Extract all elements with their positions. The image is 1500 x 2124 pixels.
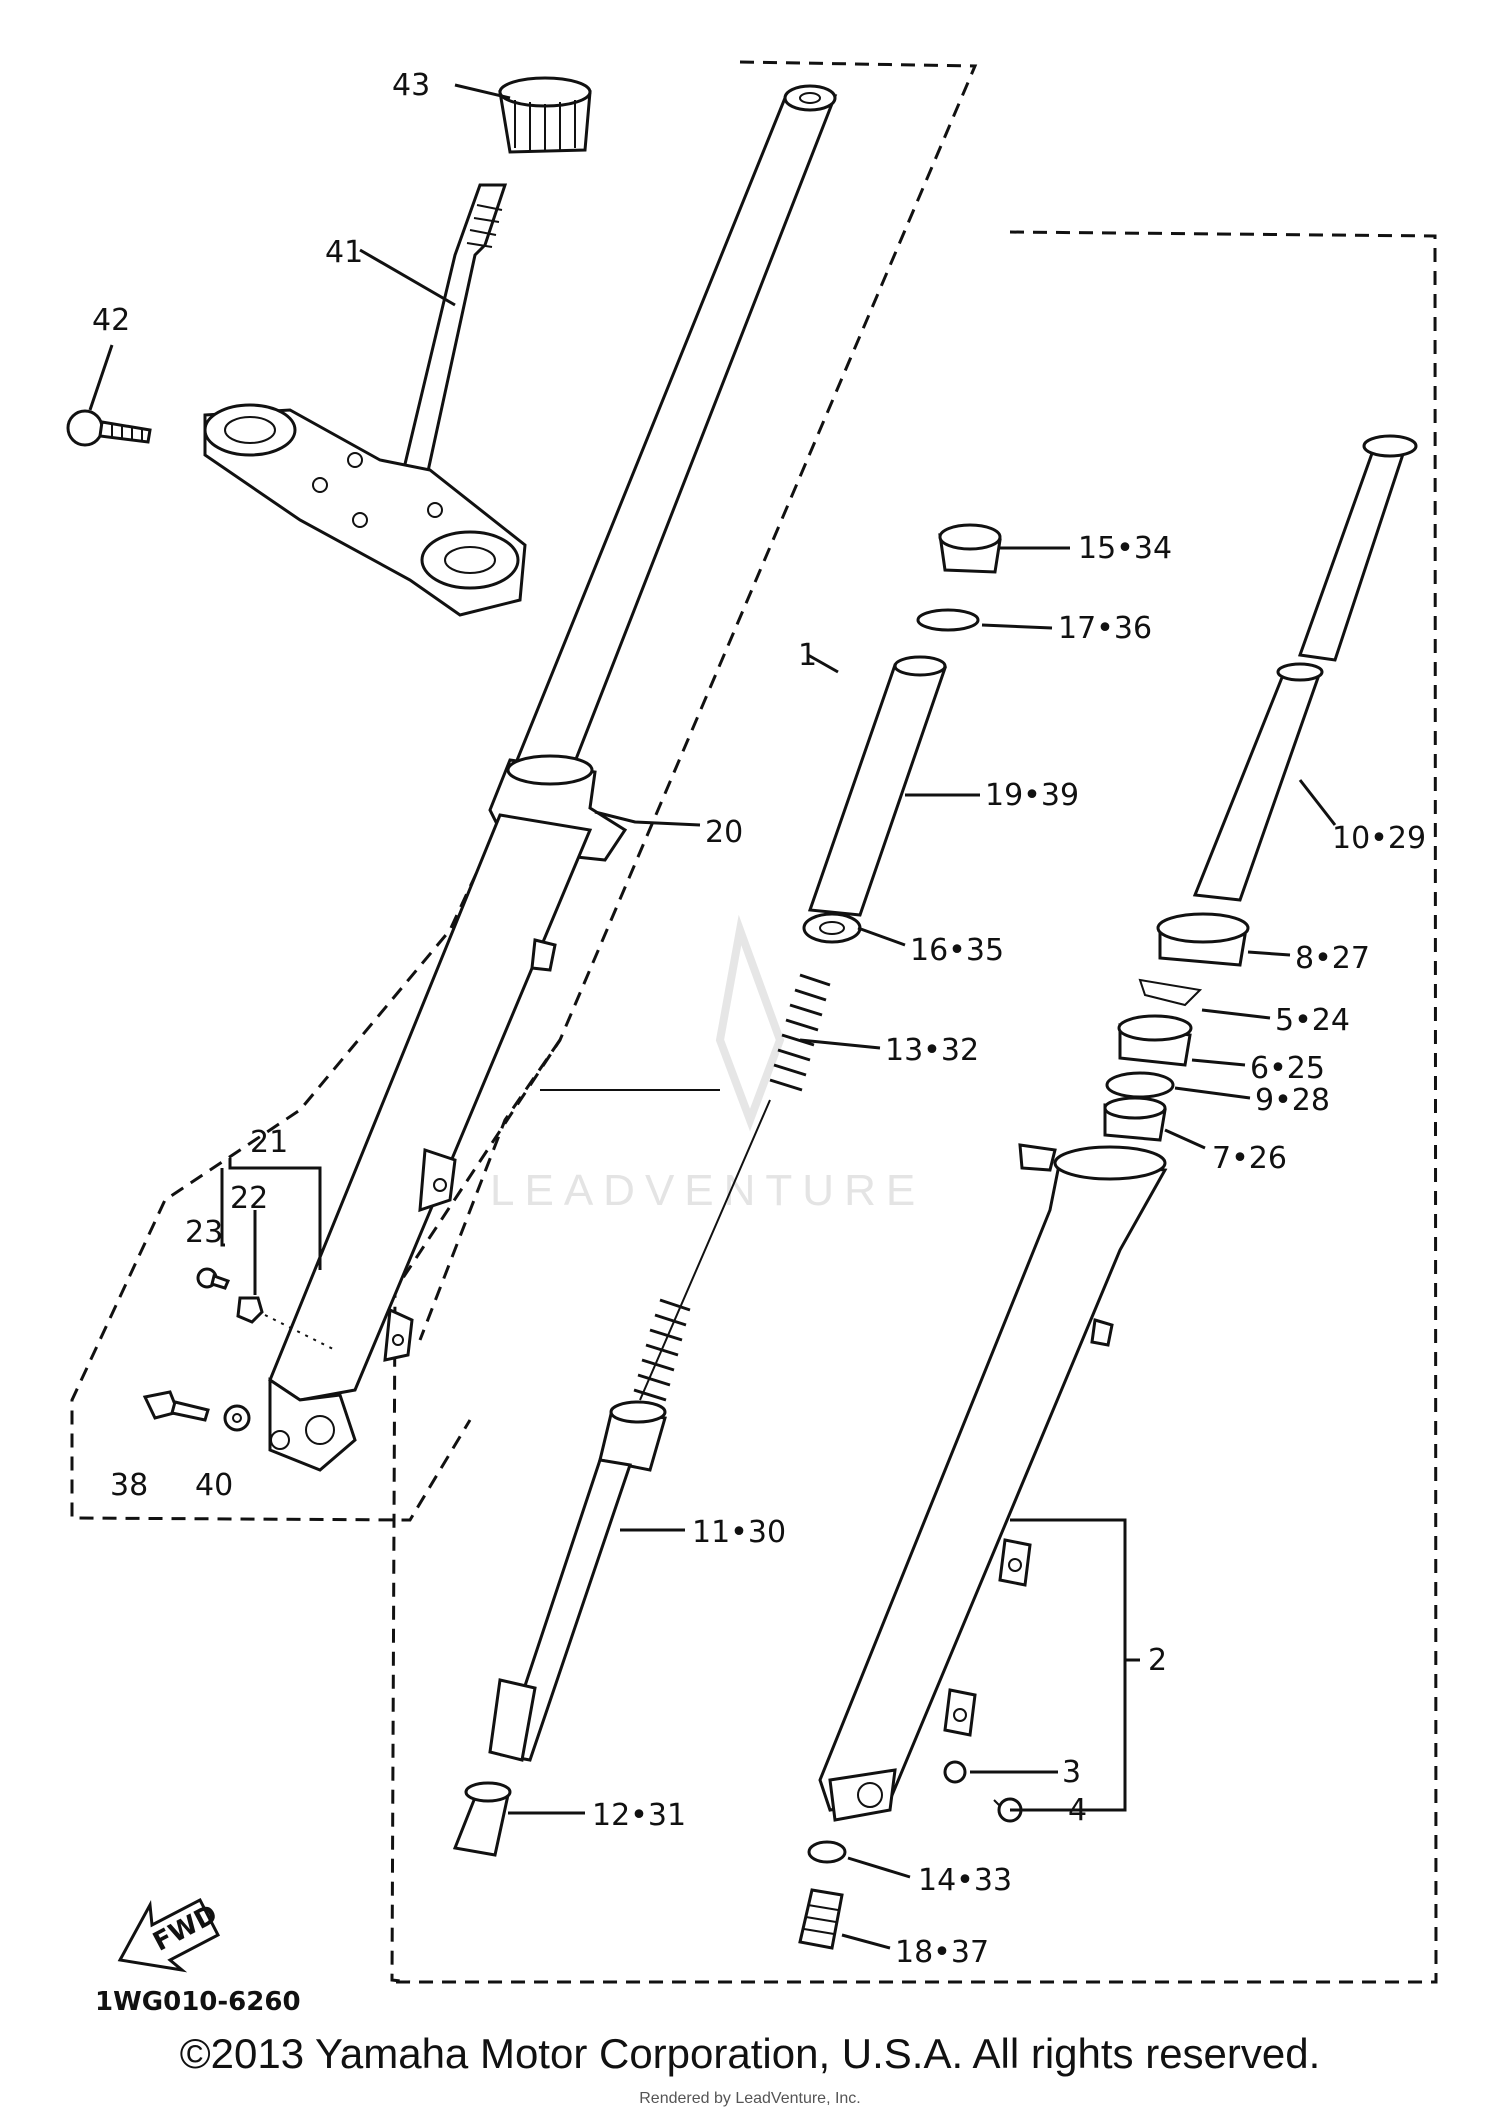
bolt-18 [798,1888,844,1950]
callout-8: 8•27 [1295,941,1370,976]
bolt-38 [142,1390,210,1422]
callout-7: 7•26 [1212,1141,1287,1176]
o-ring-17 [916,608,980,632]
parts-diagram: LEADVENTURE [66,60,1438,2017]
callout-6: 6•25 [1250,1051,1325,1086]
callout-11: 11•30 [692,1515,786,1550]
upper-spacer-10 [1192,434,1418,902]
outer-tube-2 [818,1143,1168,1822]
washer-22 [236,1296,264,1324]
guide-bushing-9 [1105,1071,1175,1099]
callout-23: 23 [185,1215,223,1250]
bolt-42 [66,409,152,447]
washer-6 [1117,1014,1193,1067]
callout-21: 21 [250,1125,288,1160]
callout-19: 19•39 [985,778,1079,813]
washer-40 [223,1404,251,1432]
leader-lines [88,83,1337,1950]
callout-43: 43 [392,68,430,103]
leader-22-dotted [264,1314,336,1351]
screw-23 [196,1267,231,1290]
copyright-notice: ©2013 Yamaha Motor Corporation, U.S.A. A… [179,2030,1321,2077]
group-outline-left [70,789,517,1522]
callout-13: 13•32 [885,1033,979,1068]
group-outline-inner [418,1039,562,1341]
watermark: LEADVENTURE [490,914,925,1215]
callout-17: 17•36 [1058,611,1152,646]
damper-rod-11 [488,1400,667,1762]
callout-18: 18•37 [895,1935,989,1970]
callout-10: 10•29 [1332,821,1426,856]
callouts: 43 41 42 15•34 17•36 1 19•39 20 10•29 16… [92,68,1426,1970]
washer-16 [802,912,862,944]
callout-15: 15•34 [1078,531,1172,566]
callout-9: 9•28 [1255,1083,1330,1118]
spring-13 [540,973,831,1402]
oil-seal-8 [1156,912,1250,967]
callout-12: 12•31 [592,1798,686,1833]
callout-5: 5•24 [1275,1003,1350,1038]
callout-20: 20 [705,815,743,850]
gasket-14 [807,1840,847,1864]
fork-tube-assembly [268,84,838,1472]
group-outline-1 [392,230,1438,1984]
callout-3: 3 [1062,1755,1081,1790]
callout-42: 42 [92,303,130,338]
callout-40: 40 [195,1468,233,1503]
rendered-by-credit: Rendered by LeadVenture, Inc. [639,2090,861,2107]
ring-nut [498,76,592,154]
diagram-code: 1WG010-6260 [95,1987,301,2017]
slide-metal-7 [1103,1096,1167,1142]
drain-washer-3 [943,1760,967,1784]
forward-arrow-icon: FWD [117,1897,222,1973]
callout-41: 41 [325,235,363,270]
callout-4: 4 [1068,1793,1087,1828]
callout-22: 22 [230,1181,268,1216]
steering-stem [203,183,527,617]
watermark-text: LEADVENTURE [490,1166,925,1215]
callout-2: 2 [1148,1643,1167,1678]
callout-38: 38 [110,1468,148,1503]
callout-14: 14•33 [918,1863,1012,1898]
callout-1: 1 [798,638,817,673]
callout-16: 16•35 [910,933,1004,968]
spacer-19 [807,655,948,917]
oil-lock-piece-12 [452,1781,512,1857]
group-outline-20 [390,60,978,1984]
clip-5 [1138,978,1203,1007]
cap-bolt-15 [938,523,1002,574]
